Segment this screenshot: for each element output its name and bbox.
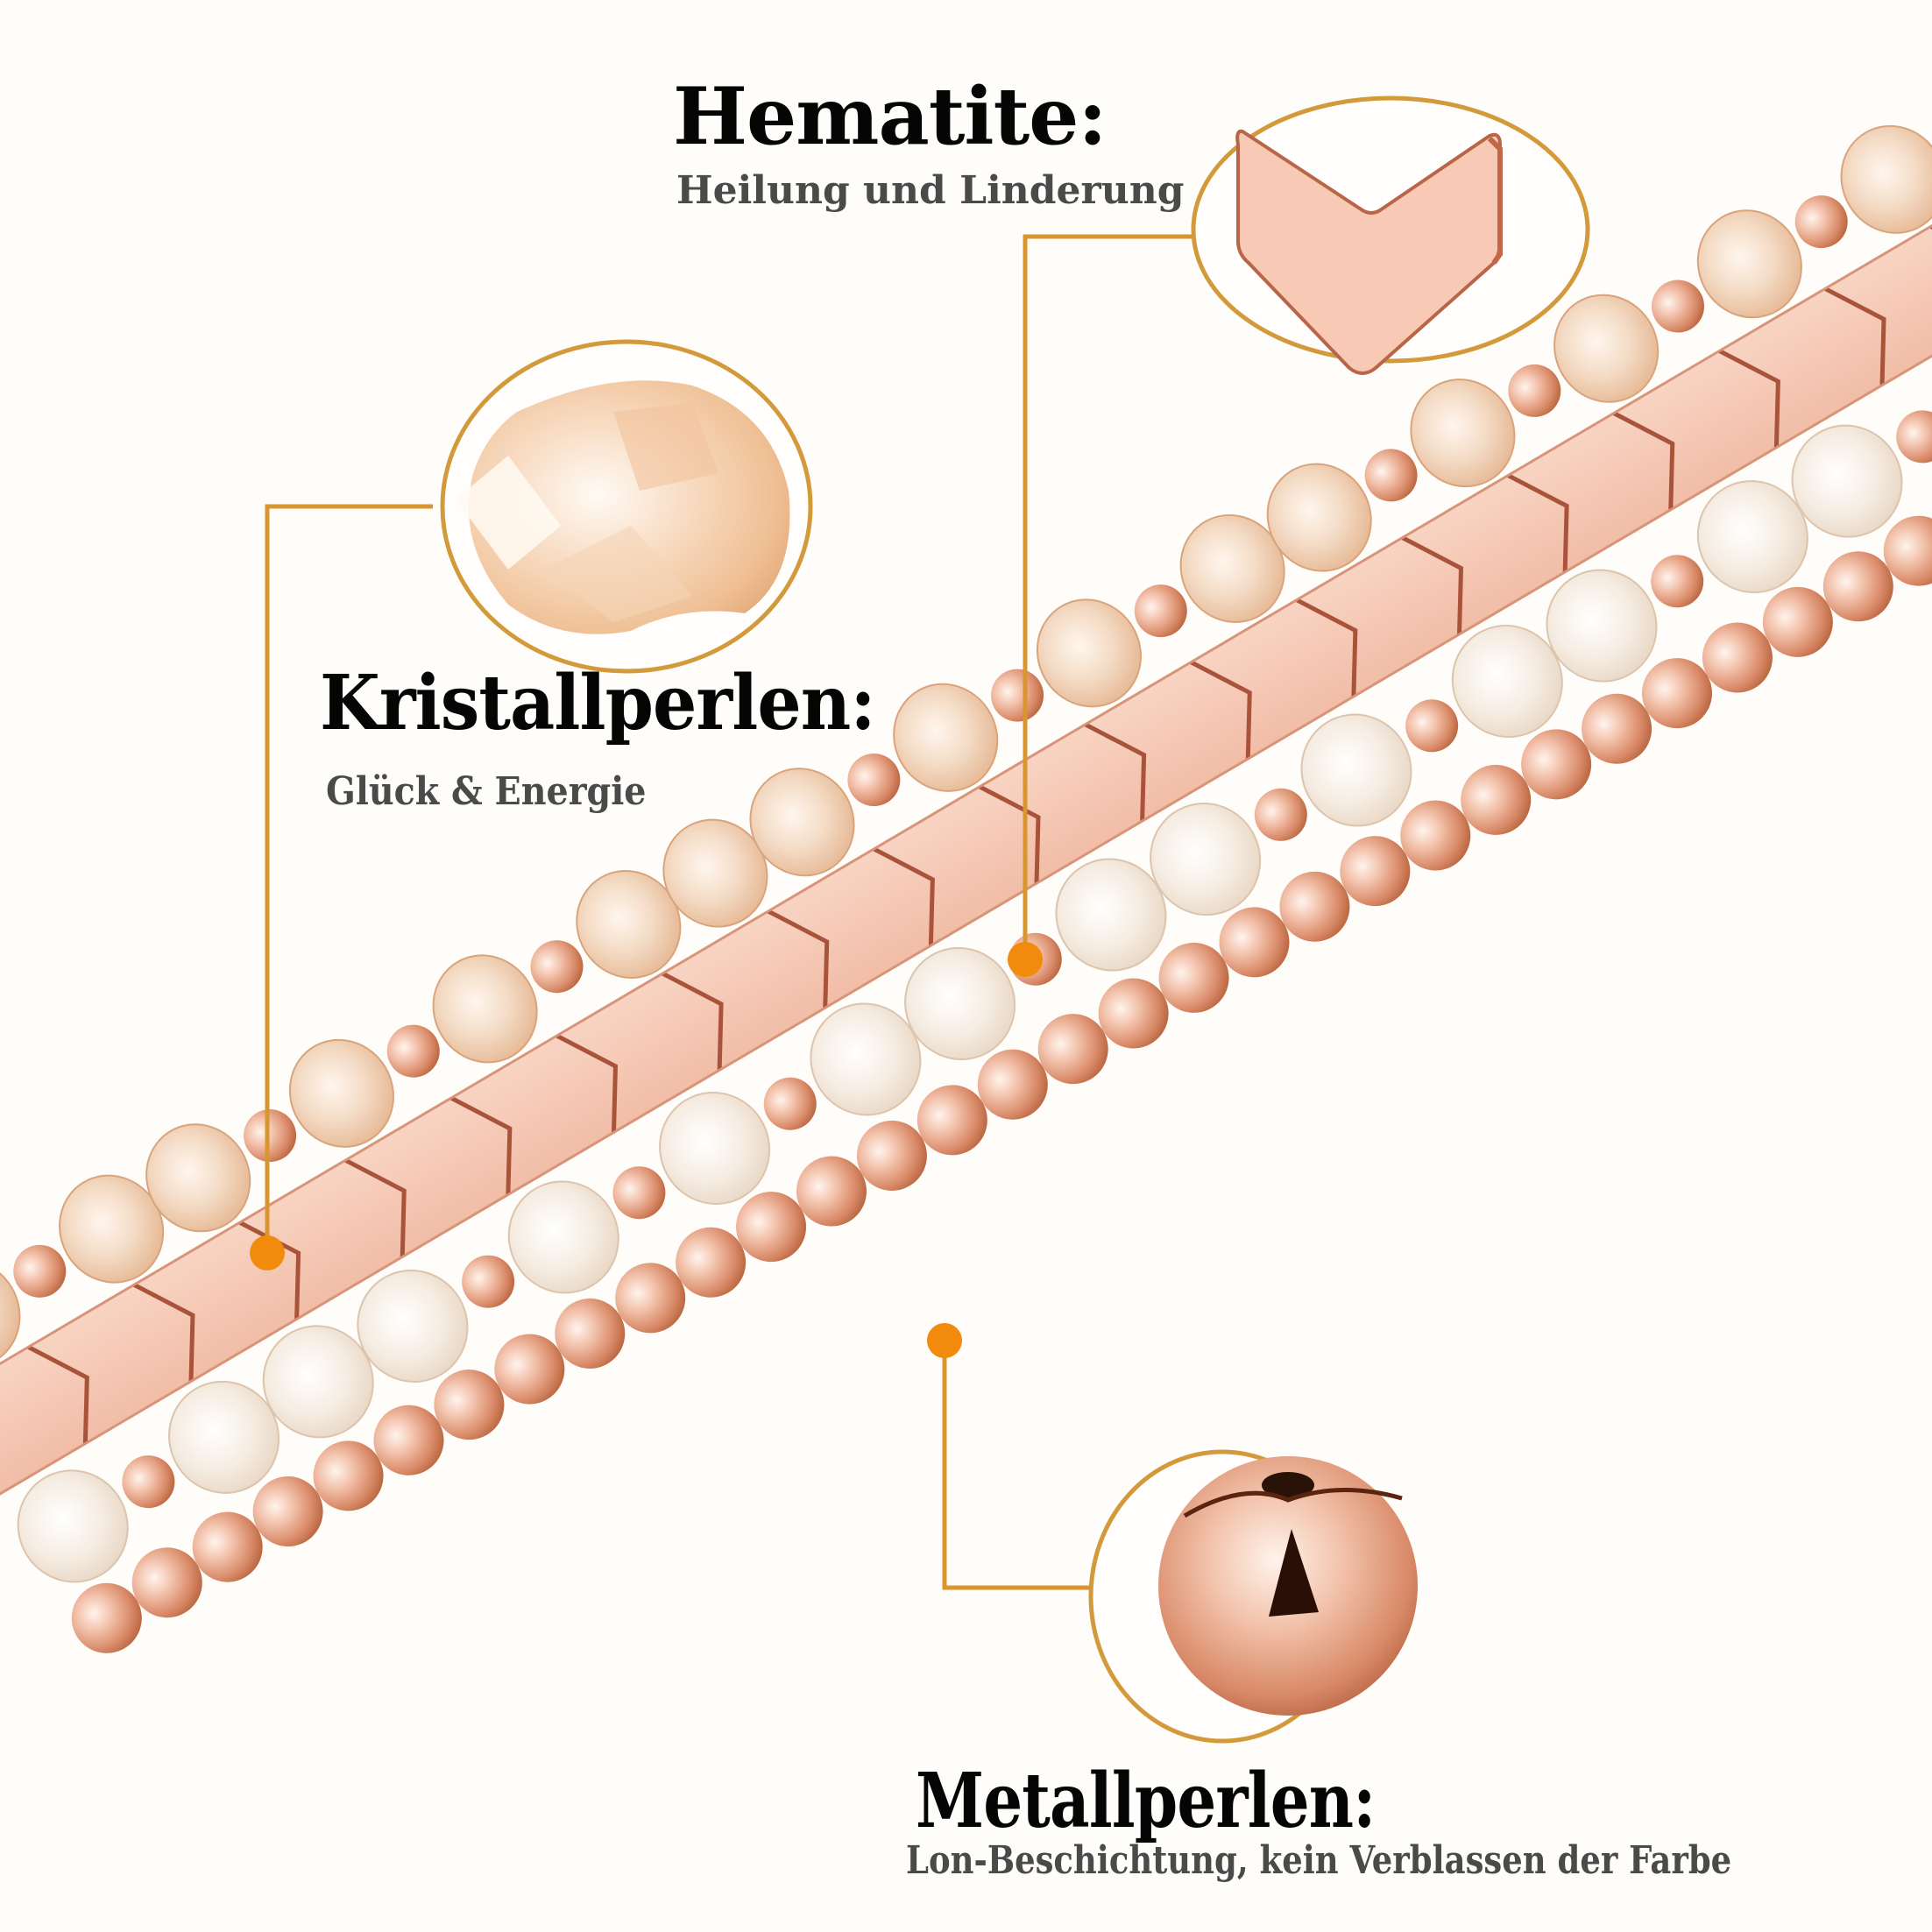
hematite-title: Hematite: xyxy=(673,70,1108,163)
peach-crystal-strand xyxy=(0,124,1932,1369)
metal-callout-dot xyxy=(927,1323,962,1358)
white-crystal-strand xyxy=(17,410,1932,1583)
metal-sphere-bead-icon xyxy=(1088,1449,1418,1744)
crystal-subtitle: Glück & Energie xyxy=(326,769,647,814)
metal-bead-strand xyxy=(71,515,1932,1653)
hematite-chevron-strand xyxy=(0,136,1932,1570)
chevron-hematite-bead-icon xyxy=(1191,96,1590,375)
hematite-subtitle: Heilung und Linderung xyxy=(676,168,1185,213)
bracelet-strands xyxy=(0,124,1932,1653)
metal-title: Metallperlen: xyxy=(916,1757,1376,1845)
crystal-callout-dot xyxy=(250,1235,285,1270)
crystal-callout-line xyxy=(265,504,433,1253)
hematite-callout-dot xyxy=(1008,942,1043,977)
metal-subtitle: Lon-Beschichtung, kein Verblassen der Fa… xyxy=(906,1838,1732,1883)
metal-callout-line xyxy=(942,1341,1090,1590)
faceted-crystal-bead-icon xyxy=(440,339,813,674)
hematite-callout-line xyxy=(1023,234,1193,959)
crystal-title: Kristallperlen: xyxy=(320,659,876,747)
callout-lines xyxy=(265,234,1193,1590)
